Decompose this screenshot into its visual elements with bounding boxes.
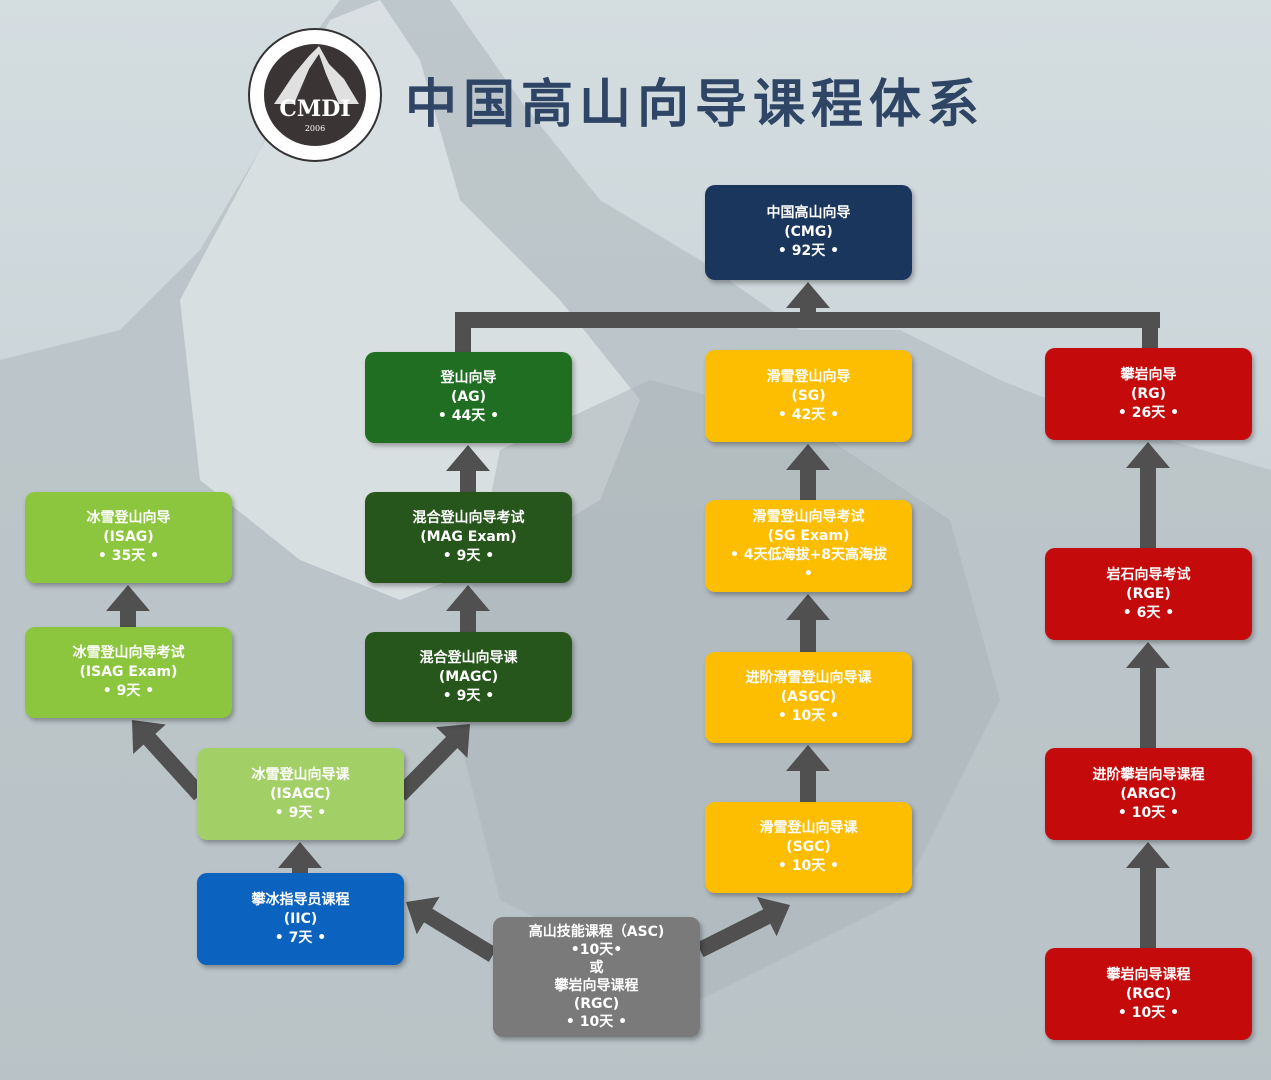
course-name: 滑雪登山向导考试	[752, 509, 865, 525]
course-mag-exam[interactable]: 混合登山向导考试 (MAG Exam) • 9天 •	[365, 492, 572, 583]
course-code: (RG)	[1130, 385, 1167, 402]
course-code: (RGE)	[1126, 585, 1171, 602]
course-code: (AG)	[450, 389, 487, 405]
course-name: 混合登山向导考试	[412, 510, 525, 526]
course-asgc[interactable]: 进阶滑雪登山向导课 (ASGC) • 10天 •	[705, 652, 912, 743]
course-code: (ISAG Exam)	[79, 664, 178, 680]
course-name: 冰雪登山向导考试	[72, 645, 185, 661]
course-argc[interactable]: 进阶攀岩向导课程 (ARGC) • 10天 •	[1045, 748, 1252, 840]
course-days: • 92天 •	[777, 243, 840, 259]
course-code: (MAG Exam)	[420, 529, 517, 545]
arrow	[1126, 642, 1170, 748]
course-name: 高山技能课程（ASC)	[528, 924, 665, 940]
course-code: (CMG)	[784, 224, 833, 240]
course-name: 攀岩向导课程	[1106, 966, 1191, 983]
course-name: 冰雪登山向导课	[251, 766, 350, 783]
course-name: 攀岩向导	[1120, 366, 1177, 383]
course-days: • 6天 •	[1122, 604, 1175, 621]
course-code: (MAGC)	[438, 668, 499, 685]
arrow	[106, 585, 150, 627]
course-code: (SG)	[791, 387, 826, 404]
arrow	[446, 585, 490, 632]
cmdi-logo: CMDI 2006	[248, 28, 382, 162]
arrow	[786, 745, 830, 802]
course-code: (ISAG)	[103, 529, 154, 545]
course-days-alt: • 10天 •	[565, 1014, 628, 1030]
course-days: • 10天 •	[777, 858, 840, 874]
course-rge[interactable]: 岩石向导考试 (RGE) • 6天 •	[1045, 548, 1252, 640]
arrow	[786, 282, 830, 320]
course-rgc[interactable]: 攀岩向导课程 (RGC) • 10天 •	[1045, 948, 1252, 1040]
page-title: 中国高山向导课程体系	[405, 74, 986, 135]
course-days: • 9天 •	[102, 683, 155, 699]
course-days: • 44天 •	[437, 408, 500, 424]
connector-bar	[1142, 312, 1158, 352]
arrow	[406, 896, 498, 962]
course-name: 中国高山向导	[766, 205, 851, 221]
course-days: • 10天 •	[777, 708, 840, 724]
course-name: 登山向导	[440, 370, 497, 386]
arrow	[394, 724, 470, 801]
course-code: (SGC)	[786, 839, 831, 855]
course-rg[interactable]: 攀岩向导 (RG) • 26天 •	[1045, 348, 1252, 440]
course-code: (ISAGC)	[270, 785, 331, 802]
course-name: 攀冰指导员课程	[251, 891, 350, 908]
course-code-alt: (RGC)	[573, 996, 620, 1012]
course-code: (IIC)	[283, 910, 318, 927]
or-label: 或	[589, 960, 604, 976]
course-days: • 42天 •	[777, 406, 840, 423]
course-name: 岩石向导考试	[1106, 566, 1191, 583]
course-code: (ARGC)	[1120, 785, 1177, 802]
course-cmg[interactable]: 中国高山向导 (CMG) • 92天 •	[705, 185, 912, 280]
arrow	[132, 720, 206, 801]
course-iic[interactable]: 攀冰指导员课程 (IIC) • 7天 •	[197, 873, 404, 965]
arrow	[786, 594, 830, 652]
course-days: • 26天 •	[1117, 404, 1180, 421]
course-name: 滑雪登山向导课	[759, 820, 858, 836]
course-code: (SG Exam)	[767, 528, 850, 544]
arrow	[696, 896, 790, 958]
course-name: 混合登山向导课	[419, 649, 518, 666]
arrow	[446, 445, 490, 492]
course-name: 进阶攀岩向导课程	[1092, 766, 1205, 783]
course-magc[interactable]: 混合登山向导课 (MAGC) • 9天 •	[365, 632, 572, 722]
course-code: (ASGC)	[780, 689, 837, 705]
course-isag[interactable]: 冰雪登山向导 (ISAG) • 35天 •	[25, 492, 232, 583]
course-name: 冰雪登山向导	[86, 510, 171, 526]
arrow	[1126, 442, 1170, 548]
course-days: • 9天 •	[274, 804, 327, 821]
course-days: • 9天 •	[442, 548, 495, 564]
course-sg[interactable]: 滑雪登山向导 (SG) • 42天 •	[705, 350, 912, 442]
course-isagc[interactable]: 冰雪登山向导课 (ISAGC) • 9天 •	[197, 748, 404, 840]
course-name: 进阶滑雪登山向导课	[745, 670, 872, 686]
course-days: • 4天低海拔+8天高海拔	[729, 547, 888, 563]
course-days: • 7天 •	[274, 929, 327, 946]
connector-bar	[455, 312, 471, 354]
course-asc-or-rgc[interactable]: 高山技能课程（ASC) •10天• 或 攀岩向导课程 (RGC) • 10天 •	[493, 917, 700, 1037]
course-ag[interactable]: 登山向导 (AG) • 44天 •	[365, 352, 572, 443]
course-sg-exam[interactable]: 滑雪登山向导考试 (SG Exam) • 4天低海拔+8天高海拔 •	[705, 500, 912, 592]
course-days: •10天•	[570, 942, 623, 958]
course-days: • 9天 •	[442, 687, 495, 704]
logo-text: CMDI	[279, 96, 351, 122]
arrow	[786, 444, 830, 500]
course-isag-exam[interactable]: 冰雪登山向导考试 (ISAG Exam) • 9天 •	[25, 627, 232, 718]
arrow	[278, 842, 322, 873]
course-days: • 10天 •	[1117, 1004, 1180, 1021]
course-name: 滑雪登山向导	[766, 368, 851, 385]
course-name-alt: 攀岩向导课程	[554, 978, 639, 994]
course-days: • 35天 •	[97, 548, 160, 564]
course-sgc[interactable]: 滑雪登山向导课 (SGC) • 10天 •	[705, 802, 912, 893]
mountain-logo-icon	[274, 46, 359, 104]
course-code: (RGC)	[1125, 985, 1172, 1002]
arrow	[1126, 842, 1170, 948]
course-days-end: •	[804, 566, 813, 582]
course-days: • 10天 •	[1117, 804, 1180, 821]
logo-year: 2006	[304, 124, 326, 133]
